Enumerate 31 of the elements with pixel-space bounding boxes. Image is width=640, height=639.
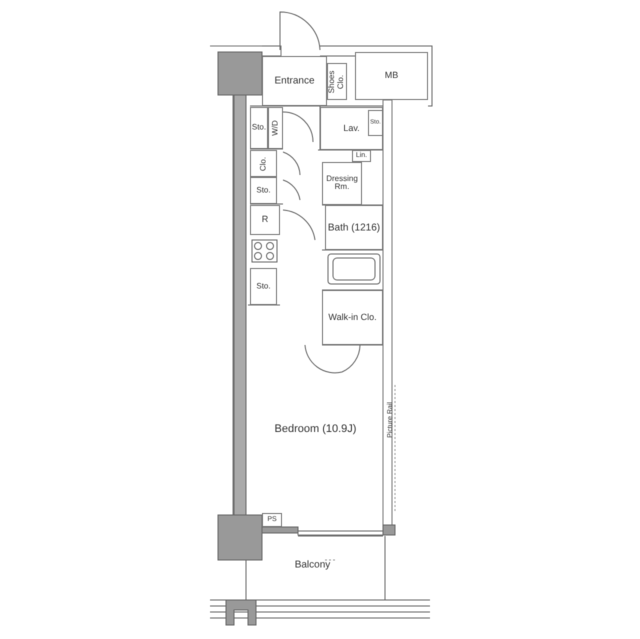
room-label: Entrance (273, 76, 316, 86)
room-area (262, 56, 327, 106)
room-label: Dressing Rm. (325, 174, 359, 192)
room-area (320, 107, 383, 150)
room-area (268, 107, 283, 149)
room-area (352, 150, 371, 162)
room-label: Sto. (251, 124, 267, 132)
room-area (322, 162, 362, 205)
room-label: R (260, 215, 270, 225)
room-label: Walk-in Clo. (327, 312, 378, 322)
room-area (250, 205, 280, 235)
room-area (250, 268, 277, 305)
room-area (262, 513, 282, 527)
room-label: W/D (271, 119, 280, 138)
room-label: Sto. (255, 282, 272, 291)
room-label: Balcony (294, 560, 332, 570)
room-label: Lav. (342, 124, 361, 134)
room-label: Bedroom (10.9J) (274, 422, 358, 436)
room-label: Clo. (259, 155, 268, 173)
room-label: MB (384, 71, 400, 81)
room-label: Bath (1216) (326, 222, 382, 233)
room-label: Shoes Clo. (328, 69, 346, 95)
room-area (250, 107, 268, 149)
room-area (368, 110, 383, 136)
room-area (322, 290, 383, 345)
room-area (355, 52, 428, 100)
room-area (327, 63, 347, 100)
room-area (250, 177, 277, 204)
room-area (325, 205, 383, 250)
room-area (250, 150, 277, 177)
room-label: Sto. (255, 186, 272, 195)
